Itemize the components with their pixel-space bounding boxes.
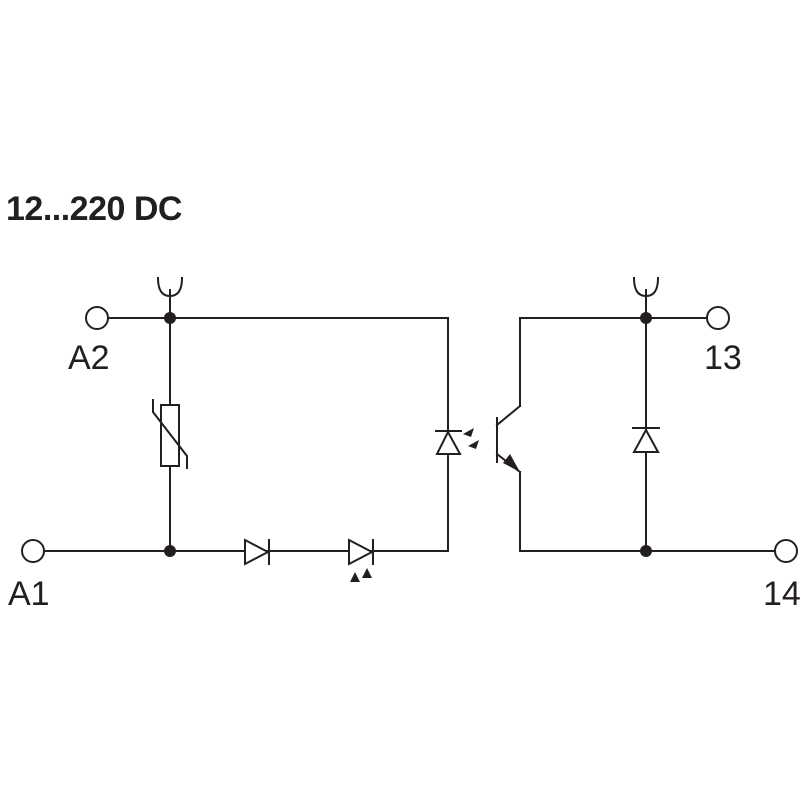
junction-dot bbox=[640, 312, 652, 324]
light-ray-icon bbox=[468, 440, 479, 449]
light-ray-icon bbox=[362, 568, 372, 578]
terminal-14-icon bbox=[774, 539, 798, 563]
light-ray-icon bbox=[463, 428, 474, 437]
light-ray-icon bbox=[350, 572, 360, 582]
optocoupler-led-icon bbox=[435, 429, 462, 455]
voltage-title: 12...220 DC bbox=[6, 190, 182, 228]
junction-dot bbox=[164, 312, 176, 324]
terminal-a2-icon bbox=[85, 306, 109, 330]
junction-dot bbox=[164, 545, 176, 557]
varistor-slash bbox=[152, 399, 188, 469]
terminal-a1-icon bbox=[21, 539, 45, 563]
junction-dot bbox=[640, 545, 652, 557]
terminal-label-14: 14 bbox=[763, 575, 800, 613]
led-icon bbox=[348, 538, 375, 566]
terminal-label-13: 13 bbox=[704, 339, 742, 377]
freewheel-diode-icon bbox=[632, 427, 660, 453]
terminal-13-icon bbox=[706, 306, 730, 330]
terminal-label-a2: A2 bbox=[68, 339, 110, 377]
terminal-label-a1: A1 bbox=[8, 575, 50, 613]
transistor-arrow-icon bbox=[503, 454, 520, 472]
transistor-collector bbox=[495, 404, 522, 427]
diode-icon bbox=[244, 538, 271, 566]
jumper-symbol-left bbox=[156, 276, 184, 298]
jumper-symbol-right bbox=[632, 276, 660, 298]
